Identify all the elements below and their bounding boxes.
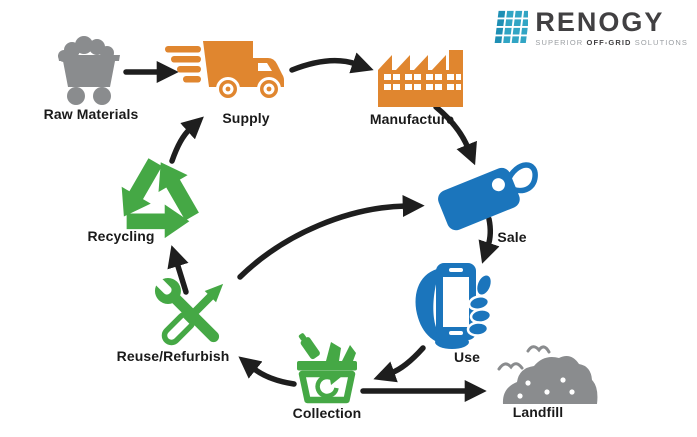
waste-mound-icon <box>497 345 598 404</box>
node-label-raw-materials: Raw Materials <box>43 106 139 122</box>
tools-icon <box>153 276 224 346</box>
arrow-reuse-refurbish-to-sale <box>237 195 425 280</box>
node-label-landfill: Landfill <box>512 404 564 420</box>
node-label-manufacture: Manufacture <box>369 111 455 127</box>
arrow-sale-to-use <box>478 216 500 264</box>
logo-tagline: SUPERIOR OFF-GRID SOLUTIONS <box>535 38 688 47</box>
node-label-sale: Sale <box>497 229 527 245</box>
logo-brand-text: RENOGY <box>535 7 665 37</box>
arrow-recycling-to-supply <box>169 116 204 164</box>
mine-cart-icon <box>58 36 120 105</box>
recycle-symbol-icon <box>121 158 199 239</box>
node-label-supply: Supply <box>222 110 270 126</box>
tagline-prefix: SUPERIOR <box>535 38 587 47</box>
arrow-collection-to-reuse-refurbish <box>238 356 297 387</box>
delivery-truck-icon <box>165 41 284 101</box>
tagline-suffix: SOLUTIONS <box>631 38 688 47</box>
tagline-bold: OFF-GRID <box>586 38 632 47</box>
renogy-logo: RENOGY SUPERIOR OFF-GRID SOLUTIONS <box>494 9 688 47</box>
node-label-recycling: Recycling <box>87 228 155 244</box>
arrow-manufacture-to-sale <box>433 104 477 166</box>
recycle-bin-icon <box>297 333 357 404</box>
price-tag-icon <box>438 162 538 231</box>
arrow-use-to-collection <box>373 345 426 383</box>
node-label-reuse-refurbish: Reuse/Refurbish <box>116 348 230 364</box>
node-label-use: Use <box>454 349 480 365</box>
solar-panel-icon <box>495 10 529 43</box>
arrow-supply-to-manufacture <box>289 52 374 74</box>
node-label-collection: Collection <box>292 405 362 421</box>
arrow-reuse-refurbish-to-recycling <box>167 245 189 295</box>
factory-icon <box>378 50 463 107</box>
hand-phone-icon <box>415 263 493 349</box>
